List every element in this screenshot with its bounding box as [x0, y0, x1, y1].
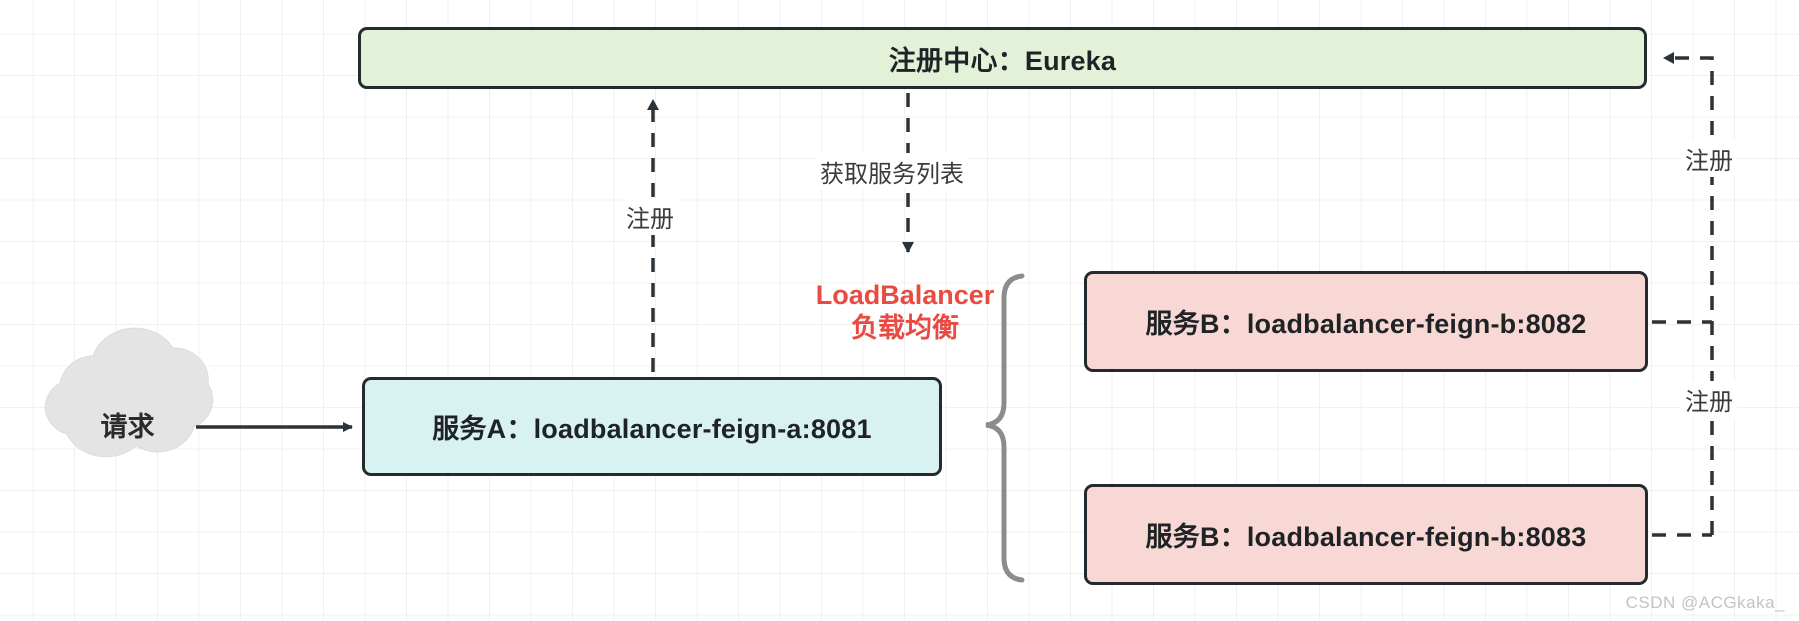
request-cloud-label: 请求	[100, 412, 155, 442]
node-registry-eureka[interactable]: 注册中心：Eureka	[358, 27, 1647, 89]
node-registry-label: 注册中心：Eureka	[888, 45, 1117, 76]
edge-right-bus-to-registry	[1663, 52, 1714, 535]
loadbalancer-annotation-line2: 负载均衡	[851, 312, 959, 343]
node-service-a[interactable]: 服务A：loadbalancer-feign-a:8081	[362, 377, 942, 476]
node-service-a-label: 服务A：loadbalancer-feign-a:8081	[432, 414, 872, 444]
loadbalancer-annotation-line1: LoadBalancer	[815, 280, 995, 310]
loadbalancer-annotation: LoadBalancer 负载均衡	[800, 279, 1010, 345]
edge-label-fetch-service-list: 获取服务列表	[816, 153, 968, 190]
watermark: CSDN @ACGkaka_	[1625, 593, 1785, 612]
edge-label-register-service-b-8083: 注册	[1681, 381, 1737, 418]
node-service-b-8083-label: 服务B：loadbalancer-feign-b:8083	[1145, 522, 1587, 552]
node-service-b-8082[interactable]: 服务B：loadbalancer-feign-b:8082	[1084, 271, 1648, 372]
edge-label-register-service-a: 注册	[622, 198, 678, 235]
node-service-b-8083[interactable]: 服务B：loadbalancer-feign-b:8083	[1084, 484, 1648, 585]
edge-label-register-service-b-8082: 注册	[1681, 140, 1737, 177]
node-service-b-8082-label: 服务B：loadbalancer-feign-b:8082	[1145, 309, 1587, 339]
